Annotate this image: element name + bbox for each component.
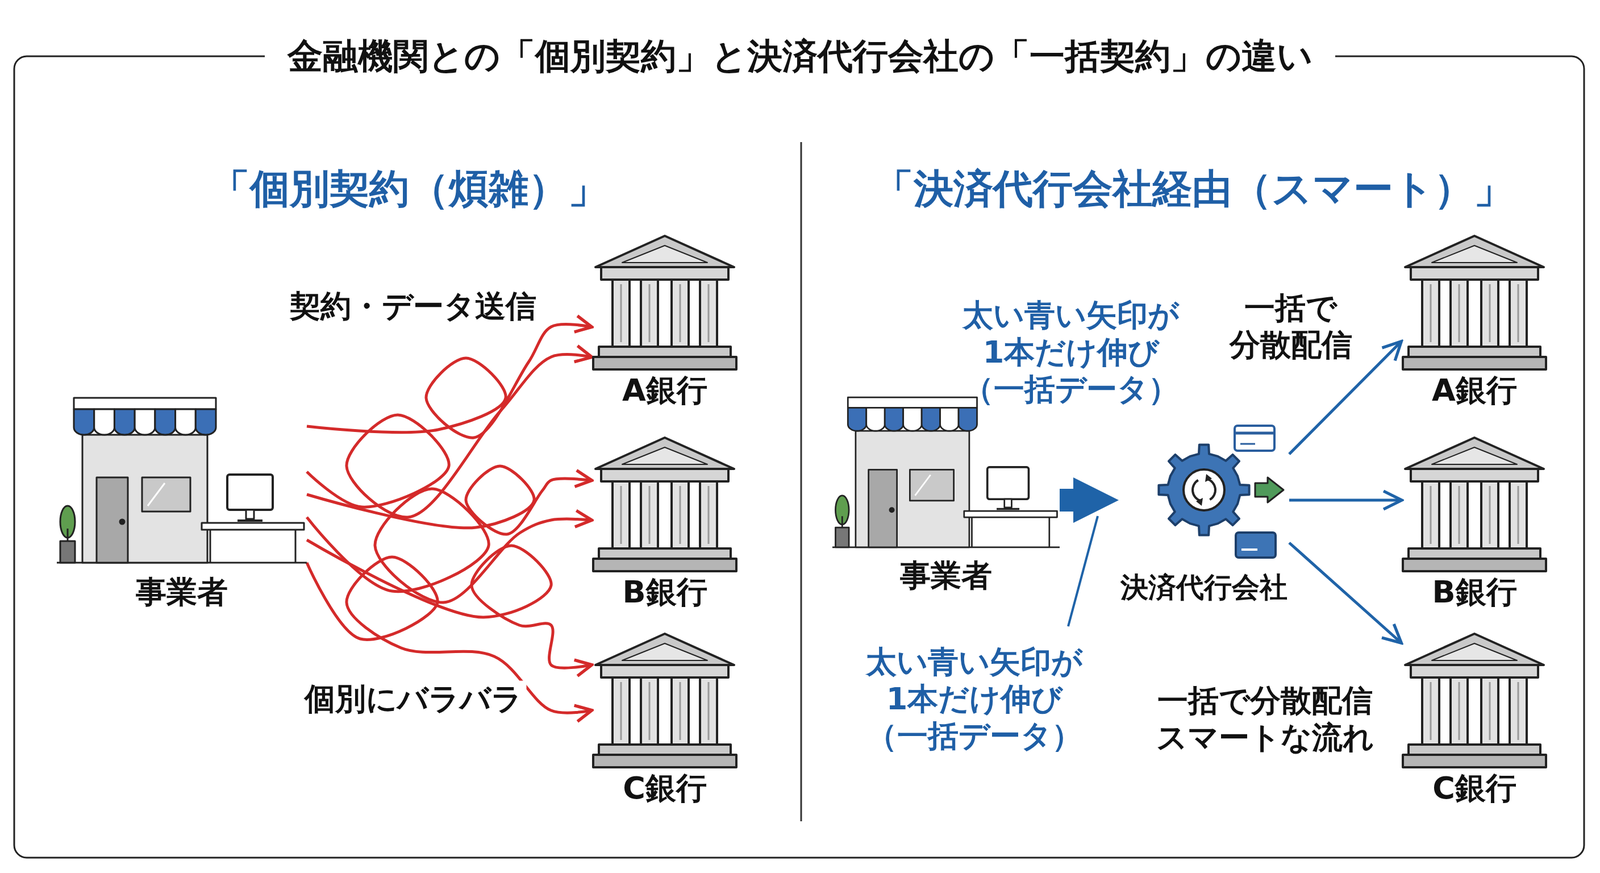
red-arrow [306, 539, 591, 668]
section-heading: 「個別契約（煩雑）」 [205, 164, 613, 213]
shop-illustration [56, 392, 307, 574]
outer-frame [14, 56, 1585, 858]
thick-arrow [1059, 488, 1085, 512]
bank-icon [590, 434, 739, 574]
shop-illustration-node: 事業者 [56, 392, 307, 611]
red-arrow [306, 488, 591, 603]
flow-label: 一括で 分散配信 [1215, 289, 1366, 364]
bank-icon [590, 630, 739, 770]
bank-icon [1400, 232, 1549, 373]
blue-arrow [1289, 542, 1401, 643]
node-label: C銀行 [1400, 769, 1549, 807]
bank-icon-node: A銀行 [590, 232, 739, 410]
node-label: 決済代行会社 [1118, 571, 1290, 605]
bank-icon-node: C銀行 [1400, 630, 1549, 807]
bank-icon [590, 232, 739, 373]
node-label: 事業者 [832, 557, 1060, 595]
node-label: 事業者 [56, 573, 307, 611]
bank-icon-node: B銀行 [590, 434, 739, 611]
bank-icon-node: B銀行 [1400, 434, 1549, 611]
node-label: C銀行 [590, 769, 739, 807]
bank-icon-node: C銀行 [590, 630, 739, 807]
bank-icon [1400, 434, 1549, 574]
leader-line [1068, 515, 1098, 627]
gear-icon [1118, 423, 1290, 572]
flow-label: 一括で分散配信 スマートな流れ [1144, 682, 1387, 757]
bank-icon [1400, 630, 1549, 770]
shop-illustration-node: 事業者 [832, 392, 1060, 595]
red-arrow [306, 354, 591, 518]
node-label: B銀行 [1400, 573, 1549, 611]
red-arrow [306, 465, 591, 535]
section-heading: 「決済代行会社経由（スマート）」 [869, 164, 1519, 213]
node-label: A銀行 [590, 372, 739, 410]
flow-label: 契約・データ送信 [285, 288, 541, 325]
diagram-title: 金融機関との「個別契約」と決済代行会社の「一括契約」の違い [264, 32, 1336, 81]
shop-illustration [832, 392, 1060, 558]
flow-label: 個別にバラバラ [300, 680, 527, 718]
bank-icon-node: A銀行 [1400, 232, 1549, 410]
callout-note: 太い青い矢印が 1本だけ伸び （一括データ） [950, 297, 1193, 408]
gear-icon-node: 決済代行会社 [1118, 423, 1290, 605]
blue-arrow [1289, 498, 1401, 502]
callout-note: 太い青い矢印が 1本だけ伸び （一括データ） [853, 643, 1096, 754]
node-label: A銀行 [1400, 372, 1549, 410]
divider-line [800, 142, 803, 822]
node-label: B銀行 [590, 573, 739, 611]
red-arrow [306, 324, 591, 439]
